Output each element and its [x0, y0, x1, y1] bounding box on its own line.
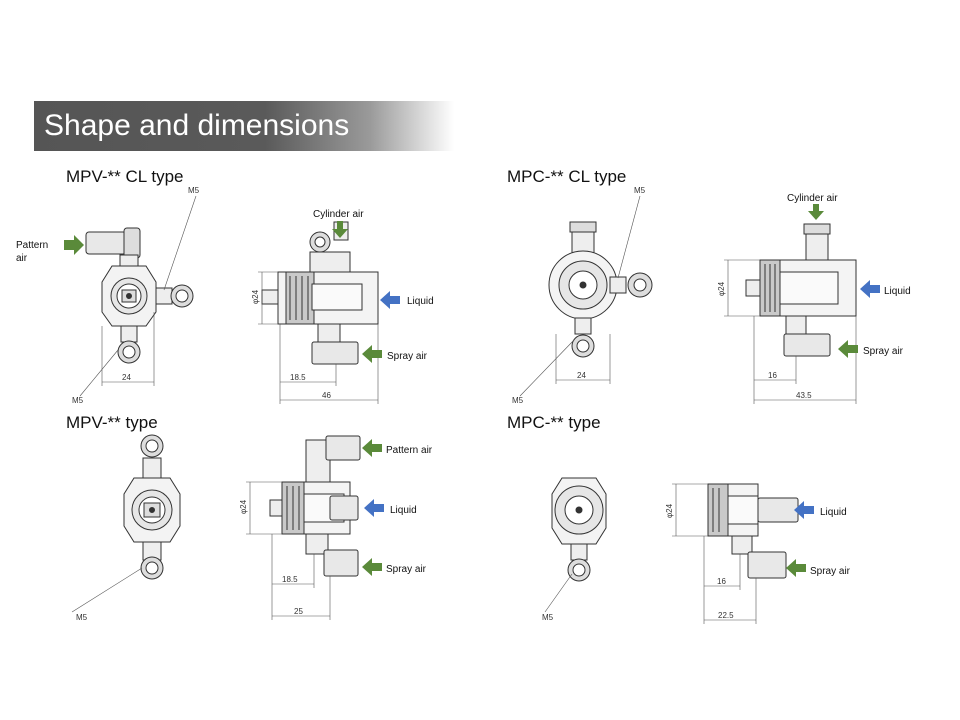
- mpv-cl-pattern-air-label: Pattern air: [16, 240, 51, 264]
- mpv-front-dims: [71, 567, 143, 613]
- mpv-offset: 18.5: [282, 575, 298, 584]
- mpv-cl-width-front: 24: [122, 373, 131, 382]
- mpc-cl-diameter: φ24: [717, 281, 726, 296]
- mpc-spray-air-arrow: [786, 559, 806, 577]
- mpv-cl-pattern-air-arrow: [64, 235, 84, 255]
- mpv-cl-liquid-arrow: [380, 291, 400, 309]
- mpc-cl-thread-bottom: M5: [512, 396, 524, 405]
- mpv-diameter: φ24: [239, 499, 248, 514]
- mpv-cl-cylinder-air-arrow: [332, 221, 348, 238]
- mpv-cl-thread-top: M5: [188, 186, 200, 195]
- mpv-cl-pattern-air-line2: air: [16, 253, 28, 264]
- mpc-side-view: [707, 483, 799, 579]
- mpc-cl-side-view: [745, 223, 857, 357]
- mpc-cl-liquid-arrow: [860, 280, 880, 298]
- mpv-pattern-air-label: Pattern air: [386, 445, 433, 456]
- mpv-cl-front-dims: [79, 195, 197, 397]
- mpc-cl-spray-air-arrow: [838, 340, 858, 358]
- mpc-liquid-arrow: [794, 501, 814, 519]
- mpc-cl-offset: 16: [768, 371, 777, 380]
- mpv-cl-offset: 18.5: [290, 373, 306, 382]
- mpc-thread-bottom: M5: [542, 613, 554, 622]
- mpv-cl-pattern-air-line1: Pattern: [16, 240, 48, 251]
- mpc-diameter: φ24: [665, 503, 674, 518]
- mpc-front-dims: [544, 573, 573, 613]
- mpv-cl-liquid-label: Liquid: [407, 296, 434, 307]
- mpv-pattern-air-arrow: [362, 439, 382, 457]
- mpc-cl-length: 43.5: [796, 391, 812, 400]
- mpv-spray-air-label: Spray air: [386, 564, 427, 575]
- mpc-offset: 16: [717, 577, 726, 586]
- mpc-cl-spray-air-label: Spray air: [863, 346, 904, 357]
- mpc-cl-thread-top: M5: [634, 186, 646, 195]
- mpv-liquid-label: Liquid: [390, 505, 417, 516]
- mpv-cl-diameter: φ24: [251, 289, 260, 304]
- section-title-mpv-cl: MPV-** CL type: [66, 167, 184, 186]
- mpv-spray-air-arrow: [362, 558, 382, 576]
- page-title: Shape and dimensions: [44, 109, 350, 142]
- mpv-cl-side-dims: [258, 271, 379, 404]
- mpv-cl-side-view: [261, 221, 379, 365]
- mpc-cl-width-front: 24: [577, 371, 586, 380]
- mpv-cl-spray-air-label: Spray air: [387, 351, 428, 362]
- mpv-front-view: [123, 434, 181, 580]
- mpv-cl-thread-bottom: M5: [72, 396, 84, 405]
- mpc-cl-cylinder-air-arrow: [808, 204, 824, 220]
- mpv-cl-cylinder-air-label: Cylinder air: [313, 209, 364, 220]
- mpv-liquid-arrow: [364, 499, 384, 517]
- mpv-cl-length: 46: [322, 391, 331, 400]
- mpv-cl-front-view: [85, 227, 194, 364]
- mpc-cl-front-dims: [519, 195, 641, 397]
- section-title-mpc: MPC-** type: [507, 413, 601, 432]
- mpc-length: 22.5: [718, 611, 734, 620]
- mpv-length: 25: [294, 607, 303, 616]
- mpv-side-view: [269, 435, 361, 577]
- mpc-cl-cylinder-air-label: Cylinder air: [787, 193, 838, 204]
- mpc-side-dims: [672, 483, 757, 624]
- title-banner: Shape and dimensions: [34, 101, 454, 151]
- mpc-front-view: [551, 477, 607, 582]
- mpc-liquid-label: Liquid: [820, 507, 847, 518]
- mpv-side-dims: [246, 481, 331, 620]
- mpc-cl-side-dims: [724, 259, 857, 404]
- mpv-cl-spray-air-arrow: [362, 345, 382, 363]
- section-title-mpv: MPV-** type: [66, 413, 158, 432]
- mpc-spray-air-label: Spray air: [810, 566, 851, 577]
- section-title-mpc-cl: MPC-** CL type: [507, 167, 627, 186]
- mpv-thread-bottom: M5: [76, 613, 88, 622]
- mpc-cl-liquid-label: Liquid: [884, 286, 911, 297]
- mpc-cl-front-view: [548, 221, 653, 358]
